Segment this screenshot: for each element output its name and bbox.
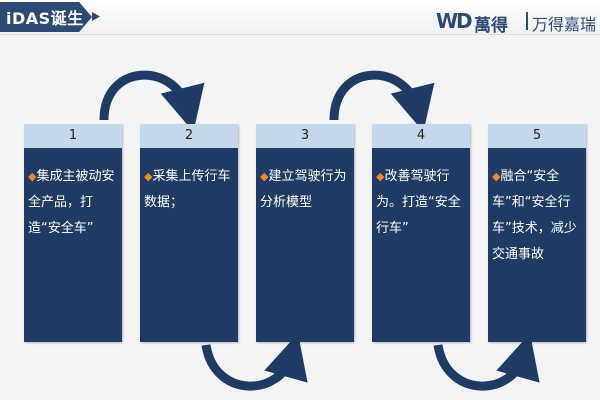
title-tab — [0, 2, 92, 32]
step-description: 集成主被动安全产品，打造“安全车” — [28, 169, 115, 236]
step-description: 融合“安全车”和“安全行车”技术，减少交通事故 — [492, 169, 577, 262]
step-text: ◆建立驾驶行为分析模型 — [260, 164, 352, 216]
logo-mark-text: WD — [436, 9, 473, 33]
step-text: ◆改善驾驶行为。打造“安全行车” — [376, 164, 468, 242]
diamond-bullet-icon: ◆ — [376, 170, 385, 183]
step-number: 2 — [140, 124, 238, 148]
arrow-4-to-5 — [433, 333, 540, 391]
logo-mark: WD — [436, 9, 473, 33]
logo-name-cn: 萬得 — [474, 16, 508, 36]
diamond-bullet-icon: ◆ — [492, 170, 501, 183]
step-card-4: 4 ◆改善驾驶行为。打造“安全行车” — [372, 124, 470, 342]
step-number: 1 — [24, 124, 122, 148]
step-number: 4 — [372, 124, 470, 148]
step-description: 采集上传行车数据； — [144, 169, 231, 210]
diamond-bullet-icon: ◆ — [144, 170, 153, 183]
step-number: 3 — [256, 124, 354, 148]
step-description: 建立驾驶行为分析模型 — [260, 169, 347, 210]
diamond-bullet-icon: ◆ — [28, 170, 37, 183]
title-tab-arrow — [92, 12, 100, 21]
company-logo: WD 萬得 万得嘉瑞 — [436, 9, 597, 36]
arrow-2-to-3 — [201, 333, 308, 391]
arrow-3-to-4 — [329, 70, 435, 132]
diamond-bullet-icon: ◆ — [260, 170, 269, 183]
step-text: ◆融合“安全车”和“安全行车”技术，减少交通事故 — [492, 164, 584, 268]
step-number: 5 — [488, 124, 586, 148]
logo-separator — [526, 12, 528, 30]
arrow-1-to-2 — [99, 70, 205, 132]
step-description: 改善驾驶行为。打造“安全行车” — [376, 169, 461, 236]
logo-name-cn2: 万得嘉瑞 — [532, 15, 597, 34]
page-title: iDAS诞生 — [6, 9, 84, 28]
step-card-1: 1 ◆集成主被动安全产品，打造“安全车” — [24, 124, 122, 342]
step-card-2: 2 ◆采集上传行车数据； — [140, 124, 238, 342]
step-card-5: 5 ◆融合“安全车”和“安全行车”技术，减少交通事故 — [488, 124, 586, 342]
step-text: ◆采集上传行车数据； — [144, 164, 236, 216]
step-text: ◆集成主被动安全产品，打造“安全车” — [28, 164, 120, 242]
header-bar: iDAS诞生 WD 萬得 万得嘉瑞 — [0, 0, 600, 36]
step-card-3: 3 ◆建立驾驶行为分析模型 — [256, 124, 354, 342]
